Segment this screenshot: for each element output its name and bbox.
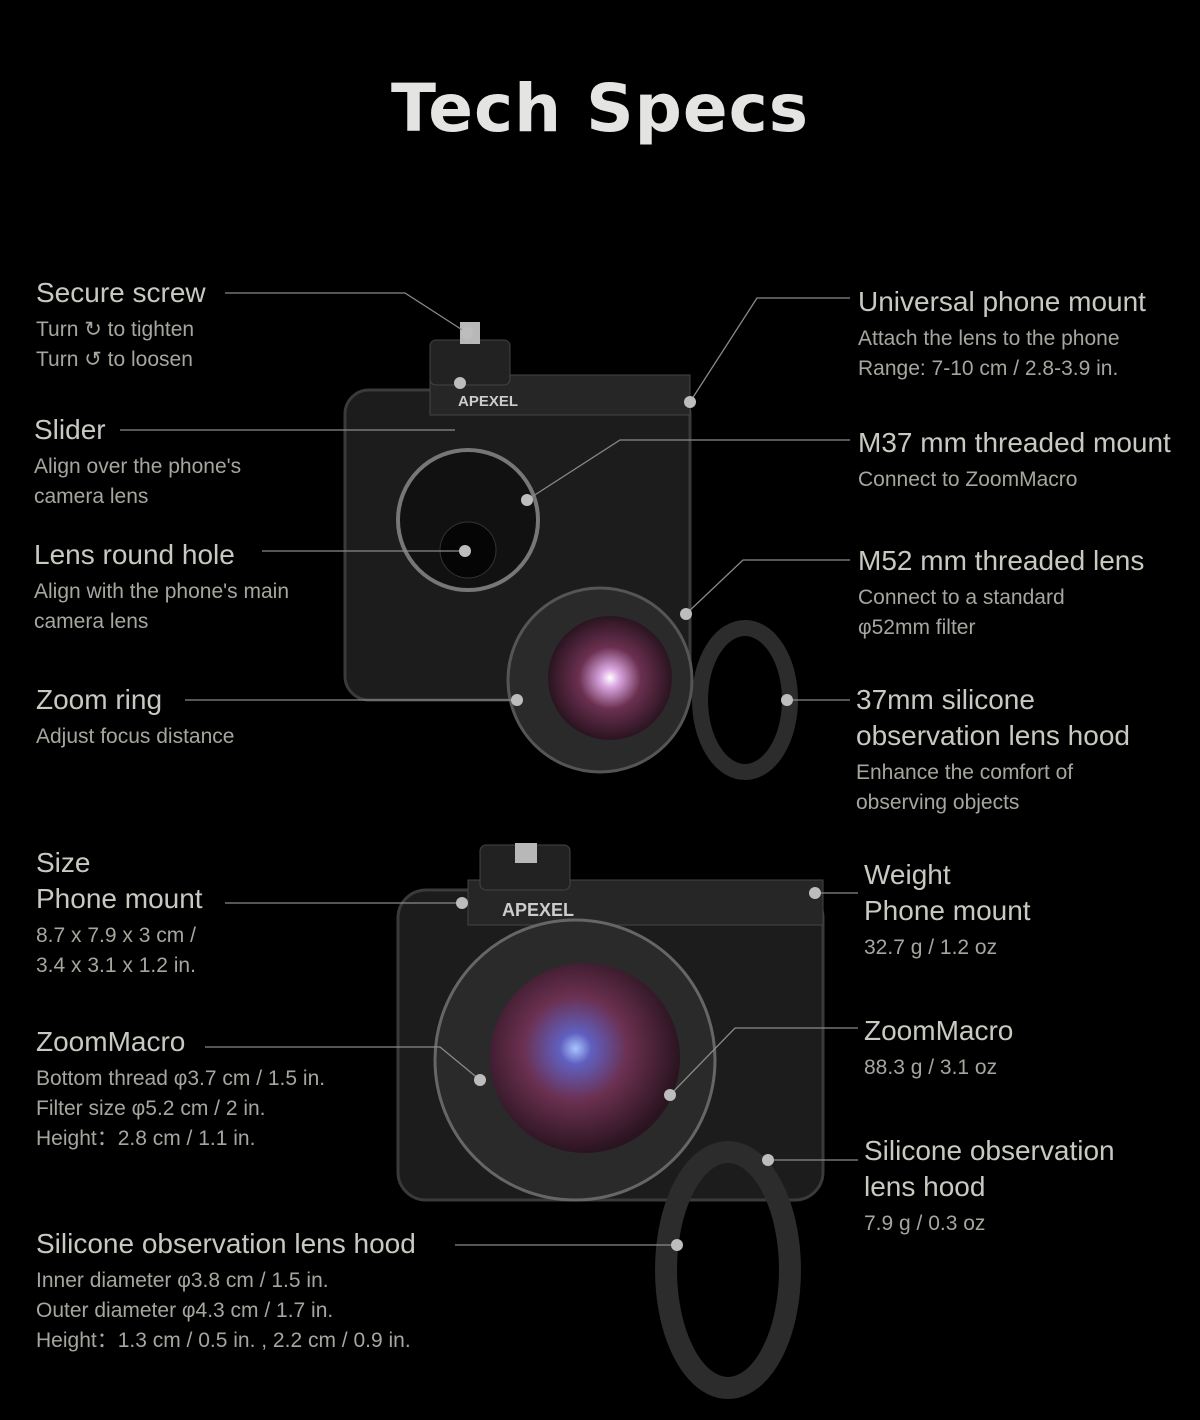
spec-heading: M52 mm threaded lens [858, 545, 1145, 576]
secure-screw-bottom [515, 843, 537, 863]
spec-heading: Zoom ring [36, 684, 163, 715]
spec-heading: lens hood [864, 1171, 986, 1202]
spec-detail: Outer diameter φ4.3 cm / 1.7 in. [36, 1299, 334, 1322]
brand-logo-bottom: APEXEL [502, 900, 574, 920]
spec-detail: 32.7 g / 1.2 oz [864, 936, 998, 959]
spec-detail: Adjust focus distance [36, 725, 235, 748]
spec-heading: M37 mm threaded mount [858, 427, 1171, 458]
spec-heading: Slider [34, 414, 106, 445]
spec-detail: Turn ↺ to loosen [36, 348, 193, 371]
spec-heading: 37mm silicone [856, 684, 1035, 715]
spec-detail: Align with the phone's main [34, 580, 289, 603]
spec-callout: ZoomMacro 88.3 g / 3.1 oz [864, 1013, 1013, 1083]
spec-heading: Universal phone mount [858, 286, 1146, 317]
spec-heading: Phone mount [36, 883, 203, 914]
spec-heading: Silicone observation lens hood [36, 1228, 416, 1259]
spec-heading: ZoomMacro [36, 1026, 186, 1057]
spec-heading: Size [36, 847, 91, 878]
spec-heading: Secure screw [36, 277, 206, 308]
bottom-product: APEXEL [396, 843, 825, 1399]
spec-detail: Inner diameter φ3.8 cm / 1.5 in. [36, 1269, 329, 1292]
page-title: Tech Specs [390, 70, 810, 147]
spec-heading: Weight [864, 859, 951, 890]
spec-detail: Enhance the comfort of [856, 761, 1074, 784]
spec-heading: Phone mount [864, 895, 1031, 926]
spec-heading: Silicone observation [864, 1135, 1115, 1166]
lens-glass-top [548, 616, 672, 740]
spec-detail: Height：2.8 cm / 1.1 in. [36, 1127, 256, 1150]
spec-heading: ZoomMacro [864, 1015, 1014, 1046]
spec-detail: observing objects [856, 791, 1020, 814]
spec-detail: Filter size φ5.2 cm / 2 in. [36, 1097, 266, 1120]
spec-detail: Align over the phone's [34, 455, 242, 478]
spec-detail: camera lens [34, 610, 149, 633]
lens-glass-bottom [490, 963, 680, 1153]
brand-logo: APEXEL [458, 393, 518, 410]
callout-dots [454, 327, 821, 1251]
spec-detail: Bottom thread φ3.7 cm / 1.5 in. [36, 1067, 326, 1090]
spec-detail: Turn ↻ to tighten [36, 318, 195, 341]
spec-callout: Silicone observation lens hood 7.9 g / 0.3… [864, 1133, 1115, 1239]
spec-detail: φ52mm filter [858, 616, 976, 639]
spec-detail: 7.9 g / 0.3 oz [864, 1212, 986, 1235]
spec-detail: Attach the lens to the phone [858, 327, 1120, 350]
slider-ring [396, 448, 540, 592]
screw-block [429, 339, 511, 386]
top-product: APEXEL [343, 322, 798, 780]
spec-detail: Height：1.3 cm / 0.5 in. , 2.2 cm / 0.9 i… [36, 1329, 411, 1352]
leader-lines [120, 292, 858, 1246]
spec-detail: camera lens [34, 485, 149, 508]
lens-hood-bottom [655, 1141, 801, 1399]
spec-detail: Range: 7-10 cm / 2.8-3.9 in. [858, 357, 1119, 380]
spec-heading: observation lens hood [856, 720, 1130, 751]
spec-detail: Connect to ZoomMacro [858, 468, 1078, 491]
lens-hood-top [692, 620, 798, 780]
spec-detail: 8.7 x 7.9 x 3 cm / [36, 924, 196, 947]
spec-detail: 88.3 g / 3.1 oz [864, 1056, 998, 1079]
spec-heading: Lens round hole [34, 539, 235, 570]
spec-detail: 3.4 x 3.1 x 1.2 in. [36, 954, 196, 977]
spec-detail: Connect to a standard [858, 586, 1065, 609]
